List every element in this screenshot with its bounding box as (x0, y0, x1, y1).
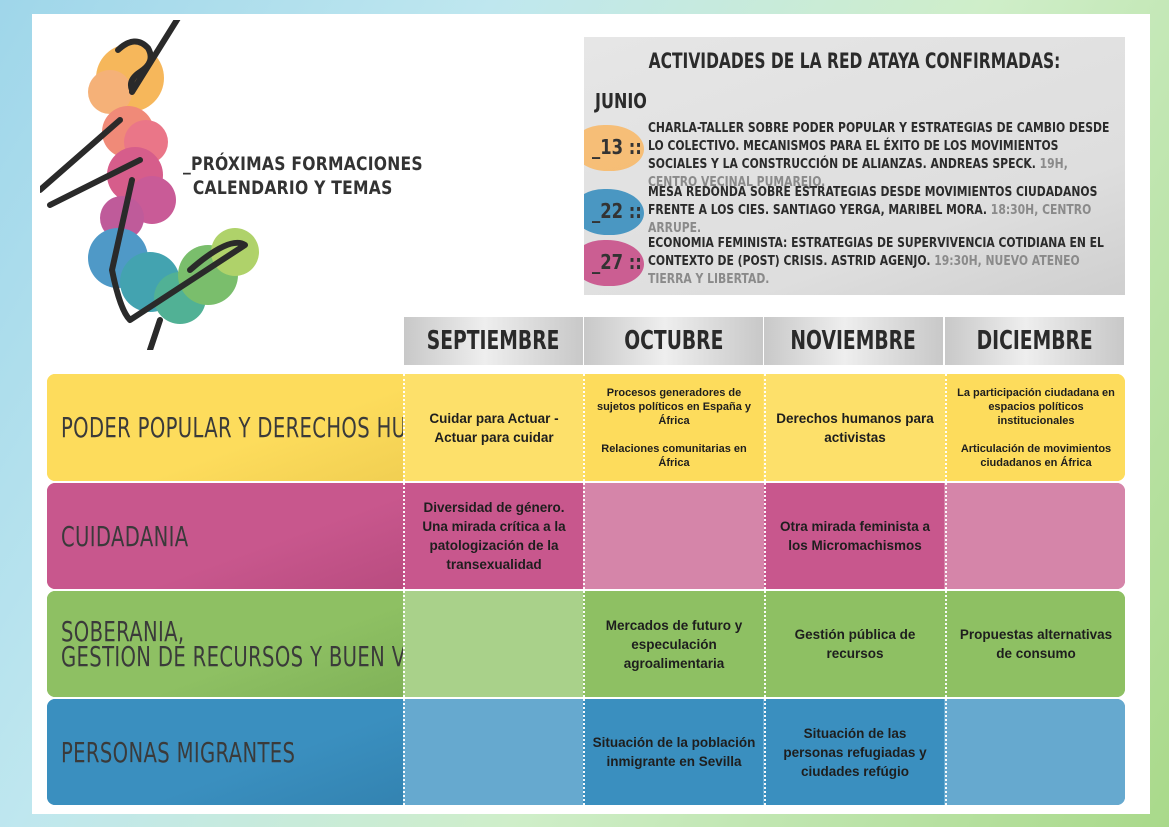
schedule-cell: La participación ciudadana en espacios p… (945, 374, 1125, 481)
activity-time: 18:30H, CENTRO ARRUPE. (648, 202, 1092, 236)
activity-date: _22 :: (592, 199, 642, 223)
schedule-cell: Propuestas alternativas de consumo (945, 591, 1125, 697)
schedule-cell (403, 699, 583, 805)
schedule-cell (945, 699, 1125, 805)
paint-splash-icon (584, 125, 644, 171)
schedule-cell: Derechos humanos para activistas (764, 374, 944, 481)
activity-date: _13 :: (592, 135, 642, 159)
activity-item: _27 :: ECONOMIA FEMINISTA: ESTRATEGIAS D… (584, 234, 1125, 294)
schedule-cell: Gestión pública de recursos (764, 591, 944, 697)
month-header-diciembre: DICIEMBRE (945, 317, 1124, 365)
activity-text: ECONOMIA FEMINISTA: ESTRATEGIAS DE SUPER… (648, 235, 1104, 287)
subtitle-line-2: CALENDARIO Y TEMAS (192, 177, 393, 199)
row-title: SOBERANIA, GESTION DE RECURSOS Y BUEN VI… (47, 591, 445, 697)
activity-time: 19:30H, NUEVO ATENEO TIERRA Y LIBERTAD. (648, 253, 1080, 287)
schedule-cell: Diversidad de género. Una mirada crítica… (403, 483, 583, 589)
subtitle-line-1: _PRÓXIMAS FORMACIONES (183, 153, 423, 175)
schedule-cell (403, 591, 583, 697)
schedule-cell: Situación de las personas refugiadas y c… (764, 699, 944, 805)
activity-text: CHARLA-TALLER SOBRE PODER POPULAR Y ESTR… (648, 120, 1110, 190)
row-title: CUIDADANIA (47, 483, 403, 589)
paint-splash-icon (584, 240, 644, 286)
activity-item: _13 :: CHARLA-TALLER SOBRE PODER POPULAR… (584, 119, 1125, 190)
month-header-noviembre: NOVIEMBRE (764, 317, 943, 365)
schedule-cell: Otra mirada feminista a los Micromachism… (764, 483, 944, 589)
activity-date: _27 :: (592, 250, 642, 274)
topic-row-cuidadania: CUIDADANIA Diversidad de género. Una mir… (47, 483, 1125, 589)
activities-panel: ACTIVIDADES DE LA RED ATAYA CONFIRMADAS:… (584, 37, 1125, 295)
topic-row-poder-popular: PODER POPULAR Y DERECHOS HUMANOS Cuidar … (47, 374, 1125, 481)
ataya-logo-icon (40, 20, 259, 350)
schedule-cell: Situación de la población inmigrante en … (583, 699, 763, 805)
schedule-cell: Mercados de futuro y especulación agroal… (583, 591, 763, 697)
month-header-septiembre: SEPTIEMBRE (404, 317, 583, 365)
activity-item: _22 :: MESA REDONDA SOBRE ESTRATEGIAS DE… (584, 183, 1125, 243)
schedule-cell: Procesos generadores de sujetos político… (583, 374, 763, 481)
schedule-cell: Cuidar para Actuar - Actuar para cuidar (403, 374, 583, 481)
month-header-octubre: OCTUBRE (584, 317, 763, 365)
topic-row-soberania: SOBERANIA, GESTION DE RECURSOS Y BUEN VI… (47, 591, 1125, 697)
paint-splash-icon (584, 189, 644, 235)
schedule-cell (945, 483, 1125, 589)
page-subtitle: _PRÓXIMAS FORMACIONES CALENDARIO Y TEMAS (183, 152, 423, 200)
activities-month: JUNIO (595, 89, 647, 113)
topic-row-personas-migrantes: PERSONAS MIGRANTES Situación de la pobla… (47, 699, 1125, 805)
schedule-cell (583, 483, 763, 589)
activities-title: ACTIVIDADES DE LA RED ATAYA CONFIRMADAS: (648, 49, 1061, 73)
activity-time: 19H, CENTRO VECINAL PUMAREJO. (648, 156, 1068, 190)
activity-text: MESA REDONDA SOBRE ESTRATEGIAS DESDE MOV… (648, 184, 1098, 236)
row-title: PERSONAS MIGRANTES (47, 699, 403, 805)
row-title: PODER POPULAR Y DERECHOS HUMANOS (47, 374, 481, 481)
